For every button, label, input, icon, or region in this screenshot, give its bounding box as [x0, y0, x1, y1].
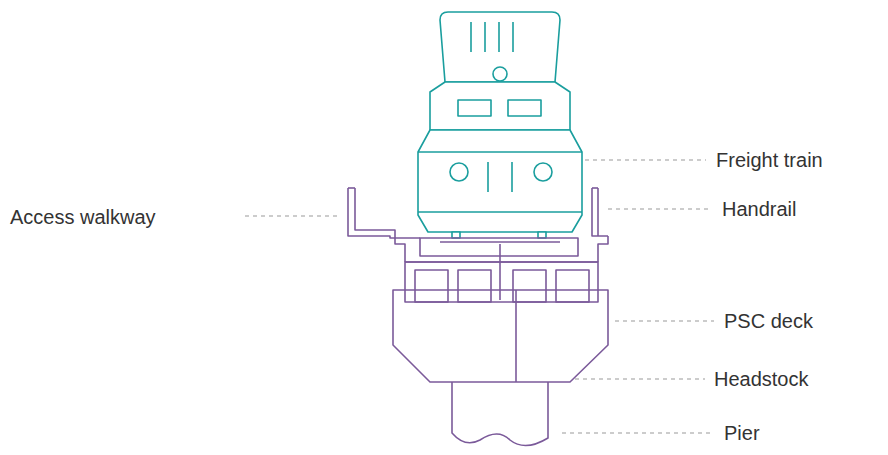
- headstock-label: Headstock: [714, 367, 809, 391]
- train-label: Freight train: [716, 148, 823, 172]
- freight-train: [418, 12, 582, 238]
- handrail-label: Handrail: [722, 197, 796, 221]
- walkway-label: Access walkway: [10, 205, 156, 229]
- pier-label: Pier: [724, 421, 760, 445]
- deck-label: PSC deck: [724, 309, 813, 333]
- bridge-structure: [348, 188, 608, 446]
